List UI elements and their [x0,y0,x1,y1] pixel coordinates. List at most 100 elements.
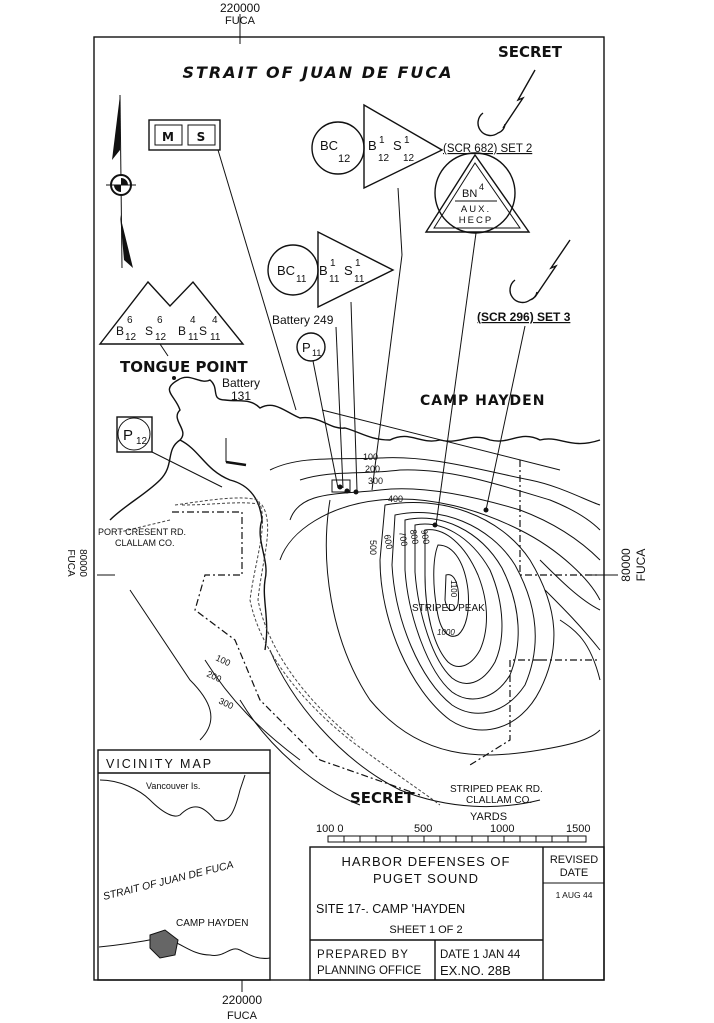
symbols-tongue-s11_sup-text: 4 [212,315,218,326]
symbols-tongue-s12_sub-text: 12 [155,332,167,343]
radar-antenna-icon [477,69,536,137]
p11-symbol: P 11 [296,332,326,362]
labels-contours-10-text: 1100 [449,580,458,598]
road [174,497,441,806]
symbols-bc11-s-text: S [344,263,353,278]
symbols-tongue-b12_sup-text: 6 [127,315,133,326]
station-points [172,376,489,528]
north-arrow-icon [106,94,136,269]
ms-box-symbol: M S [148,119,221,151]
symbols-tongue-b12_sub-text: 12 [125,332,137,343]
labels-contours-9-text: 1000 [437,628,455,637]
scale-unit: YARDS [470,811,507,823]
symbols-tongue-b11_sub-text: 11 [188,332,199,343]
symbols-bc12-b-text: B [368,138,377,153]
symbols-bc12-b_sup-text: 1 [379,135,385,146]
symbols-bc11-b_sub-text: 11 [329,274,340,285]
symbols-bc12-bc_sub-text: 12 [338,153,350,165]
title-prepared-by: PREPARED BY [317,949,409,961]
labels-contours-5-text: 600 [382,534,394,551]
symbols-bc11-b_sup-text: 1 [330,258,336,269]
p12-symbol: P 12 [116,416,153,453]
symbols-bc12-s-text: S [393,138,402,153]
title-block: HARBOR DEFENSES OF PUGET SOUND SITE 17-.… [309,846,605,981]
scale-ticks-1-text: 500 [414,823,432,835]
labels-contours-4-text: 500 [368,540,378,555]
symbols-tongue-s11-text: S [199,324,207,338]
battery131-label: Battery [222,376,260,390]
labels-contours-7-text: 800 [408,529,420,546]
grid-bottom: 220000 [222,993,262,1007]
symbols-hecp-hecp-text: HECP [459,215,493,226]
symbols-tongue-s12-text: S [145,324,153,338]
title-revised: REVISED [550,854,598,866]
scale-ticks-0-text: 100 0 [316,823,344,835]
striped-peak-county-label: CLALLAM CO. [466,795,532,806]
labels-contours-3-text: 400 [388,494,403,504]
battery249-emplacement [331,479,351,493]
symbols-p12-p-text: P [123,427,133,444]
battery131-number: 131 [231,389,251,403]
striped-peak-road-label: STRIPED PEAK RD. [450,784,543,795]
road [181,502,356,741]
scr682-label: (SCR 682) SET 2 [443,143,532,155]
map-frame [93,36,605,981]
grid-right-sub: FUCA [634,549,648,582]
grid-left-sub: FUCA [65,549,76,577]
contour-labels: 100 200 300 400 500 600 700 800 900 1000… [205,452,458,711]
bc11-symbol: BC 11 B 1 11 S 1 11 [267,230,395,309]
reservation-boundary-east [469,460,600,766]
symbols-bc12-bc-text: BC [320,138,338,153]
bc12-symbol: BC 12 B 1 12 S 1 12 [311,103,444,190]
coastline-inlet [179,439,268,651]
battery249-label: Battery 249 [272,313,334,327]
vicinity-vancouver: Vancouver Is. [146,781,200,791]
scale-ticks-3-text: 1500 [566,823,590,835]
symbols-tongue-b11-text: B [178,324,186,338]
grid-right: 80000 [619,548,633,582]
title-revised-date-label: DATE [560,867,589,879]
symbols-bc12-s_sup-text: 1 [404,135,410,146]
symbols-bc12-b_sub-text: 12 [378,153,390,164]
vicinity-strait: STRAIT OF JUAN DE FUCA [102,859,235,903]
tongue-point-symbol: B 6 12 S 6 12 B 4 11 S 4 11 [98,280,245,345]
camp-hayden-location-marker [149,929,179,959]
grid-left: 80000 [77,549,88,577]
symbols-p12-sub-text: 12 [136,436,148,447]
title-sheet: SHEET 1 OF 2 [389,924,462,936]
symbols-bc11-s_sub-text: 11 [354,274,365,285]
classification-top: SECRET [498,43,563,61]
symbols-p11-sub-text: 11 [312,348,321,358]
title-line1: HARBOR DEFENSES OF [342,854,511,869]
symbols-bc11-bc-text: BC [277,263,295,278]
grid-labels: 220000 FUCA 220000 FUCA 80000 FUCA 80000… [65,1,648,1022]
symbols-tongue-b11_sup-text: 4 [190,315,196,326]
ms-m: M [162,130,174,144]
contour-lines [204,457,601,808]
port-cresent-county-label: CLALLAM CO. [115,538,175,548]
labels-contours-2-text: 300 [368,476,383,486]
port-cresent-road-label: PORT CRESENT RD. [98,527,186,537]
labels-contours-1-text: 200 [365,464,380,474]
battery131-emplacement [225,460,247,467]
title-planning-office: PLANNING OFFICE [317,965,421,977]
symbols-bc12-s_sub-text: 12 [403,153,415,164]
title-site: SITE 17-. CAMP 'HAYDEN [316,902,465,916]
classification-bottom: SECRET [350,789,415,807]
tongue-point-label: TONGUE POINT [120,358,248,376]
labels-contours-0-text: 100 [363,452,378,462]
camp-hayden-label: CAMP HAYDEN [420,393,545,409]
symbols-bc11-bc_sub-text: 11 [296,274,307,285]
vicinity-map-title: VICINITY MAP [106,757,213,771]
reservation-boundary [172,511,421,796]
road [119,519,171,533]
scale-ticks-2-text: 1000 [490,823,514,835]
symbols-bc11-b-text: B [319,263,328,278]
grid-top: 220000 [220,1,260,15]
strait-label: STRAIT OF JUAN DE FUCA [182,63,453,82]
symbols-hecp-aux-text: AUX. [461,204,491,215]
coastline-west [129,589,212,741]
labels-contours-8-text: 900 [419,529,431,546]
hecp-symbol: BN 4 AUX. HECP [424,152,531,234]
